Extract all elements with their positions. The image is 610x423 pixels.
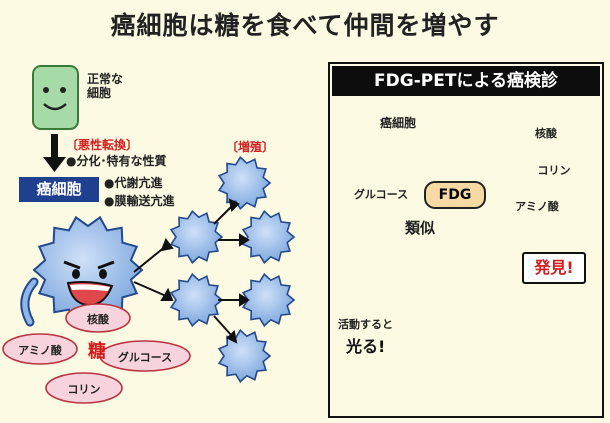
- nutrient-glucose: グルコース: [117, 351, 173, 364]
- page-title: 癌細胞は糖を食べて仲間を増やす: [110, 11, 500, 40]
- nutrient-nucleic-acid: 核酸: [87, 313, 109, 326]
- glow-label: 光る!: [346, 337, 386, 356]
- left-nutrient-ovals: [2, 303, 191, 404]
- malignant-item-2: ●代謝亢進: [104, 176, 163, 190]
- similar-label: 類似: [404, 219, 435, 237]
- right-nutrient-nucleic-acid: 核酸: [535, 127, 557, 140]
- cancer-cell-label: 癌細胞: [19, 177, 99, 202]
- branch-arrows: [133, 198, 250, 344]
- nutrient-amino-acid: アミノ酸: [18, 344, 62, 357]
- right-nutrient-amino-acid: アミノ酸: [515, 200, 559, 213]
- fdg-pet-header: FDG-PETによる癌検診: [332, 66, 600, 96]
- active-label: 活動すると: [338, 318, 393, 331]
- right-cancer-cell-label: 癌細胞: [380, 116, 417, 130]
- malignant-item-1: ●分化･特有な性質: [66, 154, 167, 168]
- found-callout: 発見!: [522, 252, 586, 284]
- proliferation-tag: 〔増殖〕: [226, 140, 275, 154]
- malignant-item-3: ●膜輸送亢進: [104, 194, 175, 208]
- fdg-pet-panel: [328, 62, 604, 418]
- nutrient-choline: コリン: [67, 383, 101, 396]
- fdg-label: FDG: [424, 181, 486, 209]
- normal-cell: [32, 65, 79, 130]
- malignant-transformation-tag: 〔悪性転換〕: [66, 138, 139, 152]
- nutrient-sugar: 糖: [88, 341, 106, 362]
- transform-arrow: [43, 134, 66, 172]
- proliferation-cells: [169, 156, 296, 383]
- normal-cell-label: 正常な 細胞: [87, 72, 124, 101]
- right-nutrient-glucose: グルコース: [353, 188, 409, 201]
- right-nutrient-choline: コリン: [537, 164, 571, 177]
